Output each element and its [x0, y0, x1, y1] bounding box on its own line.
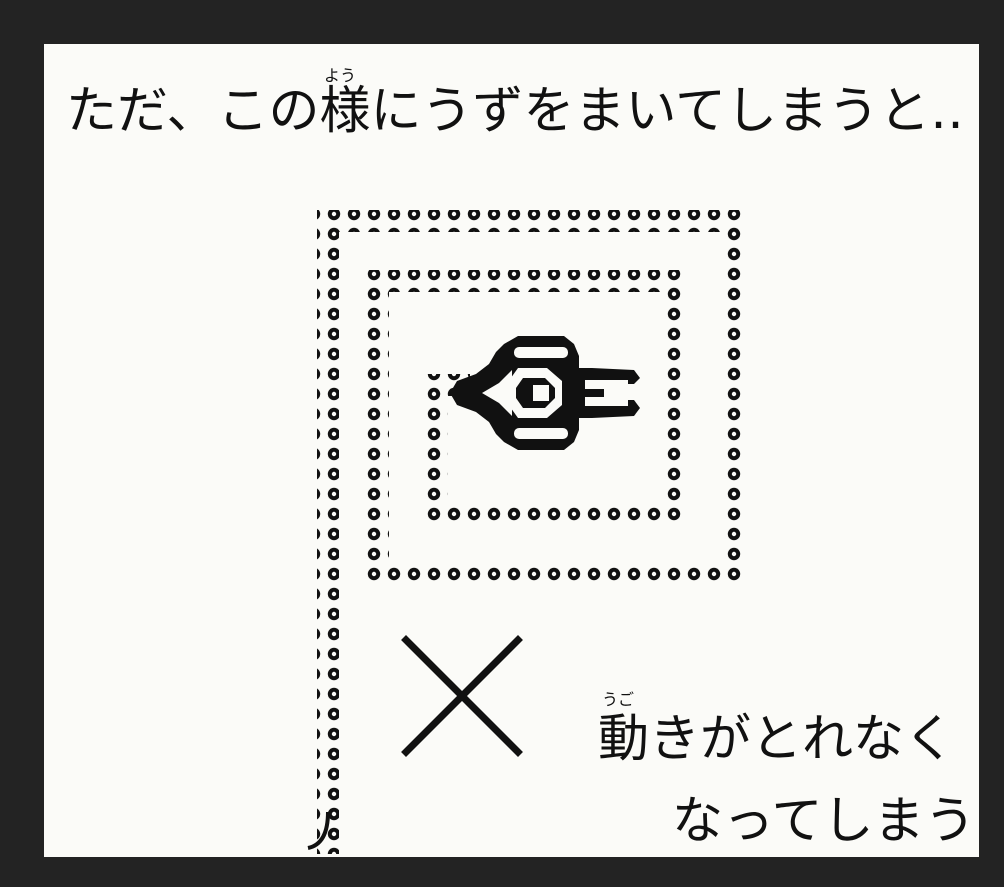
spiral-trail-icon: [307, 210, 747, 854]
comic-panel: よう ただ、この様にうずをまいてしまうと‥ うご 動きがとれなく なってしまう: [44, 44, 979, 857]
ruby-you-label: よう: [324, 66, 357, 85]
x-mark-icon: [401, 635, 523, 757]
headline-text: ただ、この様にうずをまいてしまうと‥: [66, 82, 964, 141]
ruby-ugo-label: うご: [602, 690, 635, 709]
panel-illustration: [307, 210, 747, 854]
caption-line-1: 動きがとれなく: [598, 710, 956, 769]
spaceship-icon: [450, 336, 640, 450]
caption-line-2: なってしまう: [672, 792, 976, 851]
